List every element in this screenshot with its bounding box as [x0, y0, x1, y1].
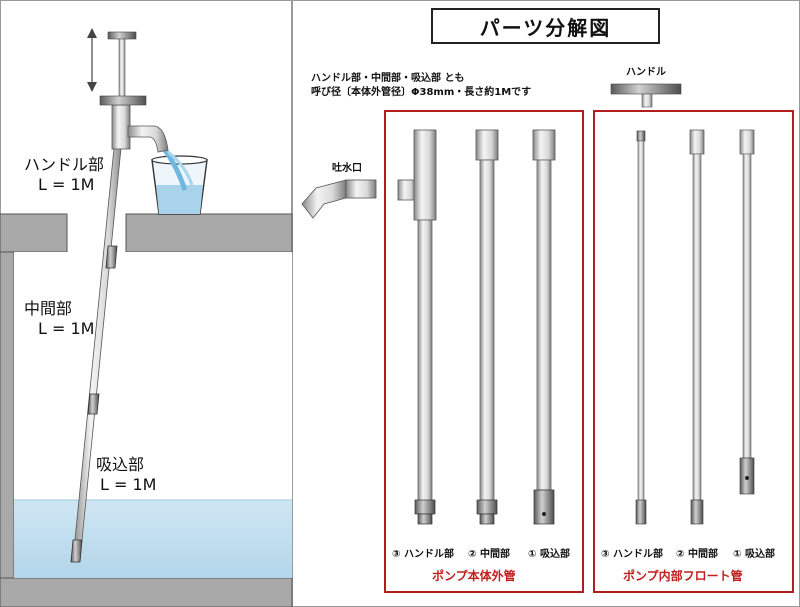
- inner-pipe-middle: [689, 129, 705, 525]
- outer-caption-suction: ① 吸込部: [528, 549, 570, 560]
- outer-group-caption: ポンプ本体外管: [432, 569, 516, 583]
- note-line-2: 呼び径〔本体外管径〕Φ38mm・長さ約1Mです: [311, 87, 532, 98]
- spout-label: 吐水口: [332, 163, 362, 174]
- inner-caption-handle: ③ ハンドル部: [601, 549, 663, 560]
- outer-pipe-group-box: [384, 110, 584, 593]
- page-title: パーツ分解図: [431, 8, 660, 44]
- middle-section-length: L = 1M: [38, 319, 95, 338]
- pump-pipe: [70, 31, 169, 563]
- handle-part-label: ハンドル: [626, 67, 666, 78]
- water-stream: [162, 148, 188, 191]
- inner-pipe-suction: [739, 129, 755, 495]
- up-down-arrow-icon: [87, 28, 97, 92]
- water: [14, 500, 292, 578]
- handle-part-icon: [610, 83, 682, 108]
- outer-caption-handle: ③ ハンドル部: [392, 549, 454, 560]
- outer-pipe-handle: [397, 129, 437, 525]
- middle-section-name: 中間部: [24, 299, 73, 318]
- note-line-1: ハンドル部・中間部・吸込部 とも: [311, 73, 465, 84]
- inner-group-caption: ポンプ内部フロート管: [623, 569, 743, 583]
- bucket-icon: [151, 155, 208, 215]
- outer-pipe-suction: [532, 129, 556, 525]
- inner-caption-middle: ② 中間部: [676, 549, 718, 560]
- spout-part-icon: [301, 179, 377, 219]
- outer-pipe-middle: [475, 129, 499, 525]
- suction-section-length: L = 1M: [100, 475, 157, 494]
- tank-structure: [0, 213, 293, 607]
- outer-caption-middle: ② 中間部: [468, 549, 510, 560]
- handle-section-name: ハンドル部: [24, 155, 105, 174]
- inner-pipe-handle: [635, 130, 647, 525]
- suction-section-name: 吸込部: [96, 455, 145, 474]
- handle-section-length: L = 1M: [38, 175, 95, 194]
- inner-pipe-group-box: [593, 110, 794, 593]
- inner-caption-suction: ① 吸込部: [733, 549, 775, 560]
